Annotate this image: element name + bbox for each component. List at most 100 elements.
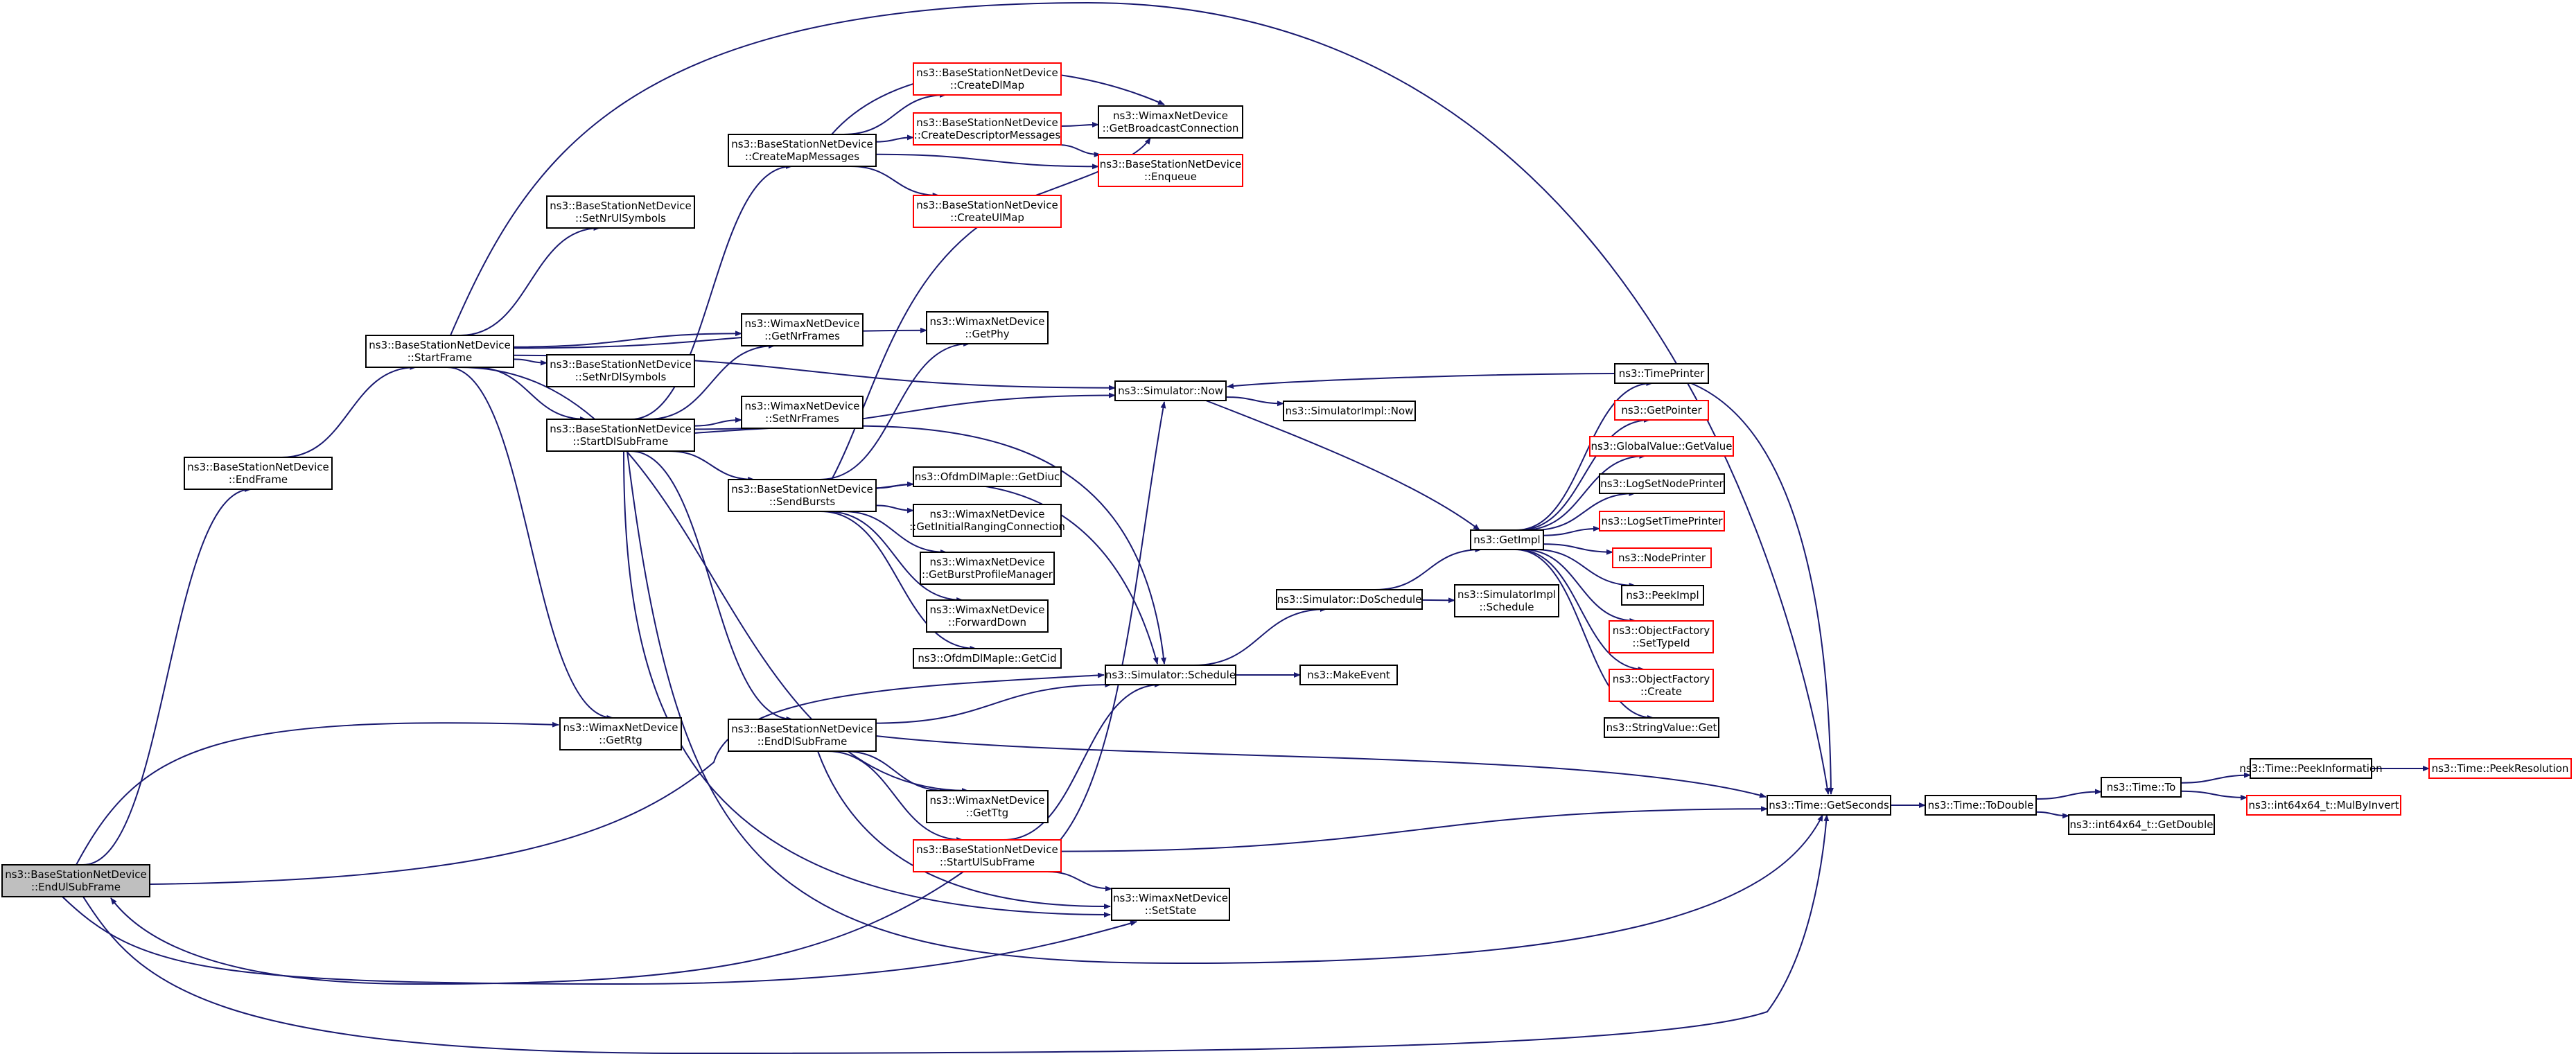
node-globalvalue[interactable]: ns3::GlobalValue::GetValue [1589,436,1734,457]
node-label: ns3::WimaxNetDevice::GetNrFrames [745,317,860,342]
node-makeevent[interactable]: ns3::MakeEvent [1299,665,1398,685]
node-setnrdlsymbols[interactable]: ns3::BaseStationNetDevice::SetNrDlSymbol… [546,354,695,387]
node-getimpl[interactable]: ns3::GetImpl [1470,529,1544,550]
node-box [1614,400,1709,421]
node-forwarddown[interactable]: ns3::WimaxNetDevice::ForwardDown [926,599,1049,633]
node-box [926,311,1049,344]
edge-timeto-to-peekinformation [2180,772,2251,784]
node-label: ns3::Time::PeekInformation [2239,762,2382,775]
node-label: ns3::WimaxNetDevice::SetState [1113,892,1228,917]
edge-sendbursts-to-forwarddown [826,511,964,603]
node-ofcreate[interactable]: ns3::ObjectFactory::Create [1609,669,1714,702]
edge-getimpl-to-nodeprinter [1543,543,1613,555]
node-endframe[interactable]: ns3::BaseStationNetDevice::EndFrame [184,457,333,490]
edge-startdlsubframe-to-sendbursts [668,450,755,482]
node-enddlsubframe[interactable]: ns3::BaseStationNetDevice::EndDlSubFrame [728,719,877,752]
node-label: ns3::TimePrinter [1619,367,1705,380]
node-simimplnow[interactable]: ns3::SimulatorImpl::Now [1283,401,1416,421]
node-label: ns3::NodePrinter [1618,552,1706,564]
node-label: ns3::LogSetTimePrinter [1601,515,1723,527]
node-label: ns3::Time::To [2107,781,2176,793]
node-timeprinter[interactable]: ns3::TimePrinter [1614,363,1709,384]
node-label: ns3::BaseStationNetDevice::StartUlSubFra… [916,843,1058,868]
node-startframe[interactable]: ns3::BaseStationNetDevice::StartFrame [365,335,514,368]
node-createdlmap[interactable]: ns3::BaseStationNetDevice::CreateDlMap [913,62,1062,96]
edge-simnow-to-getimpl [1205,400,1480,531]
node-startulsubframe[interactable]: ns3::BaseStationNetDevice::StartUlSubFra… [913,839,1062,872]
node-todouble[interactable]: ns3::Time::ToDouble [1925,795,2037,816]
node-peekresolution[interactable]: ns3::Time::PeekResolution [2428,758,2572,779]
node-box [1767,795,1891,816]
node-box [365,335,514,368]
node-box [546,419,695,452]
node-createdescriptormessages[interactable]: ns3::BaseStationNetDevice::CreateDescrip… [913,112,1062,146]
node-getrtg[interactable]: ns3::WimaxNetDevice::GetRtg [559,717,682,750]
node-peekinformation[interactable]: ns3::Time::PeekInformation [2239,758,2383,779]
node-label: ns3::WimaxNetDevice::ForwardDown [930,604,1045,629]
node-getburstprofilemanager[interactable]: ns3::WimaxNetDevice::GetBurstProfileMana… [920,552,1055,585]
edge-endulsubframe-to-setstate [62,896,1137,985]
node-label: ns3::GetPointer [1621,404,1702,416]
node-getinitialranging[interactable]: ns3::WimaxNetDevice::GetInitialRangingCo… [909,504,1065,537]
node-label: ns3::BaseStationNetDevice::CreateDlMap [916,67,1058,91]
node-label: ns3::BaseStationNetDevice::CreateUlMap [916,199,1058,224]
node-getbroadcast[interactable]: ns3::WimaxNetDevice::GetBroadcastConnect… [1098,105,1243,139]
node-label: ns3::WimaxNetDevice::GetTtg [930,794,1045,819]
node-setnrulsymbols[interactable]: ns3::BaseStationNetDevice::SetNrUlSymbol… [546,195,695,229]
node-box [1098,105,1243,139]
node-setnrframes[interactable]: ns3::WimaxNetDevice::SetNrFrames [741,396,864,429]
node-getdiuc[interactable]: ns3::OfdmDlMapIe::GetDiuc [913,466,1062,487]
edge-timeto-to-mulbyinvert [2180,790,2248,800]
node-getnrframes[interactable]: ns3::WimaxNetDevice::GetNrFrames [741,313,864,346]
node-logsetnodeprinter[interactable]: ns3::LogSetNodePrinter [1599,473,1725,494]
edge-endulsubframe-to-getseconds [82,814,1830,1055]
edge-endulsubframe-to-getrtg [76,721,559,866]
edge-getimpl-to-logsettimeprinter [1543,525,1600,536]
node-enqueue[interactable]: ns3::BaseStationNetDevice::Enqueue [1098,154,1243,187]
node-getcid[interactable]: ns3::OfdmDlMapIe::GetCid [913,648,1062,669]
edge-endulsubframe-to-endframe [82,486,252,866]
node-stringvalue[interactable]: ns3::StringValue::Get [1604,717,1719,738]
node-label: ns3::SimulatorImpl::Schedule [1457,588,1556,613]
node-getttg[interactable]: ns3::WimaxNetDevice::GetTtg [926,790,1049,823]
node-box [546,195,695,229]
edge-simschedule-to-doschedule [1193,606,1327,666]
node-simschedule[interactable]: ns3::Simulator::Schedule [1105,665,1236,685]
edge-getimpl-to-settypeid [1522,549,1637,624]
node-nodeprinter[interactable]: ns3::NodePrinter [1612,547,1712,568]
node-box [1454,584,1559,617]
node-label: ns3::BaseStationNetDevice::EndFrame [187,461,328,486]
edge-getimpl-to-globalvalue [1523,453,1647,531]
node-simnow[interactable]: ns3::Simulator::Now [1114,380,1227,401]
node-mulbyinvert[interactable]: ns3::int64x64_t::MulByInvert [2246,795,2401,816]
node-label: ns3::GlobalValue::GetValue [1591,440,1732,453]
node-box [728,479,877,512]
node-label: ns3::BaseStationNetDevice::CreateDescrip… [914,116,1061,141]
node-label: ns3::BaseStationNetDevice::EndDlSubFrame [731,723,873,748]
node-box [913,648,1062,669]
node-setstate[interactable]: ns3::WimaxNetDevice::SetState [1111,888,1230,921]
node-getpointer[interactable]: ns3::GetPointer [1614,400,1709,421]
edge-createdescriptormessages-to-enqueue [1057,144,1101,157]
edge-startulsubframe-to-simnow [1060,401,1166,841]
node-getseconds[interactable]: ns3::Time::GetSeconds [1767,795,1891,816]
node-implschedule[interactable]: ns3::SimulatorImpl::Schedule [1454,584,1559,617]
node-createulmap[interactable]: ns3::BaseStationNetDevice::CreateUlMap [913,195,1062,228]
node-box [2428,758,2572,779]
edge-sendbursts-to-getburstprofilemanager [842,511,947,555]
node-label: ns3::BaseStationNetDevice::Enqueue [1100,158,1241,183]
node-doschedule[interactable]: ns3::Simulator::DoSchedule [1276,589,1423,610]
node-startdlsubframe[interactable]: ns3::BaseStationNetDevice::StartDlSubFra… [546,419,695,452]
node-box [1621,585,1704,606]
node-settypeid[interactable]: ns3::ObjectFactory::SetTypeId [1609,620,1714,653]
edge-startframe-to-getrtg [447,367,614,721]
node-getphy[interactable]: ns3::WimaxNetDevice::GetPhy [926,311,1049,344]
node-getdouble[interactable]: ns3::int64x64_t::GetDouble [2068,814,2215,835]
node-sendbursts[interactable]: ns3::BaseStationNetDevice::SendBursts [728,479,877,512]
node-logsettimeprinter[interactable]: ns3::LogSetTimePrinter [1599,511,1725,532]
node-peekimpl[interactable]: ns3::PeekImpl [1621,585,1704,606]
node-createmapmessages[interactable]: ns3::BaseStationNetDevice::CreateMapMess… [728,134,877,167]
node-timeto[interactable]: ns3::Time::To [2101,777,2182,798]
node-endulsubframe[interactable]: ns3::BaseStationNetDevice::EndUlSubFrame [1,864,150,897]
node-box [913,195,1062,228]
